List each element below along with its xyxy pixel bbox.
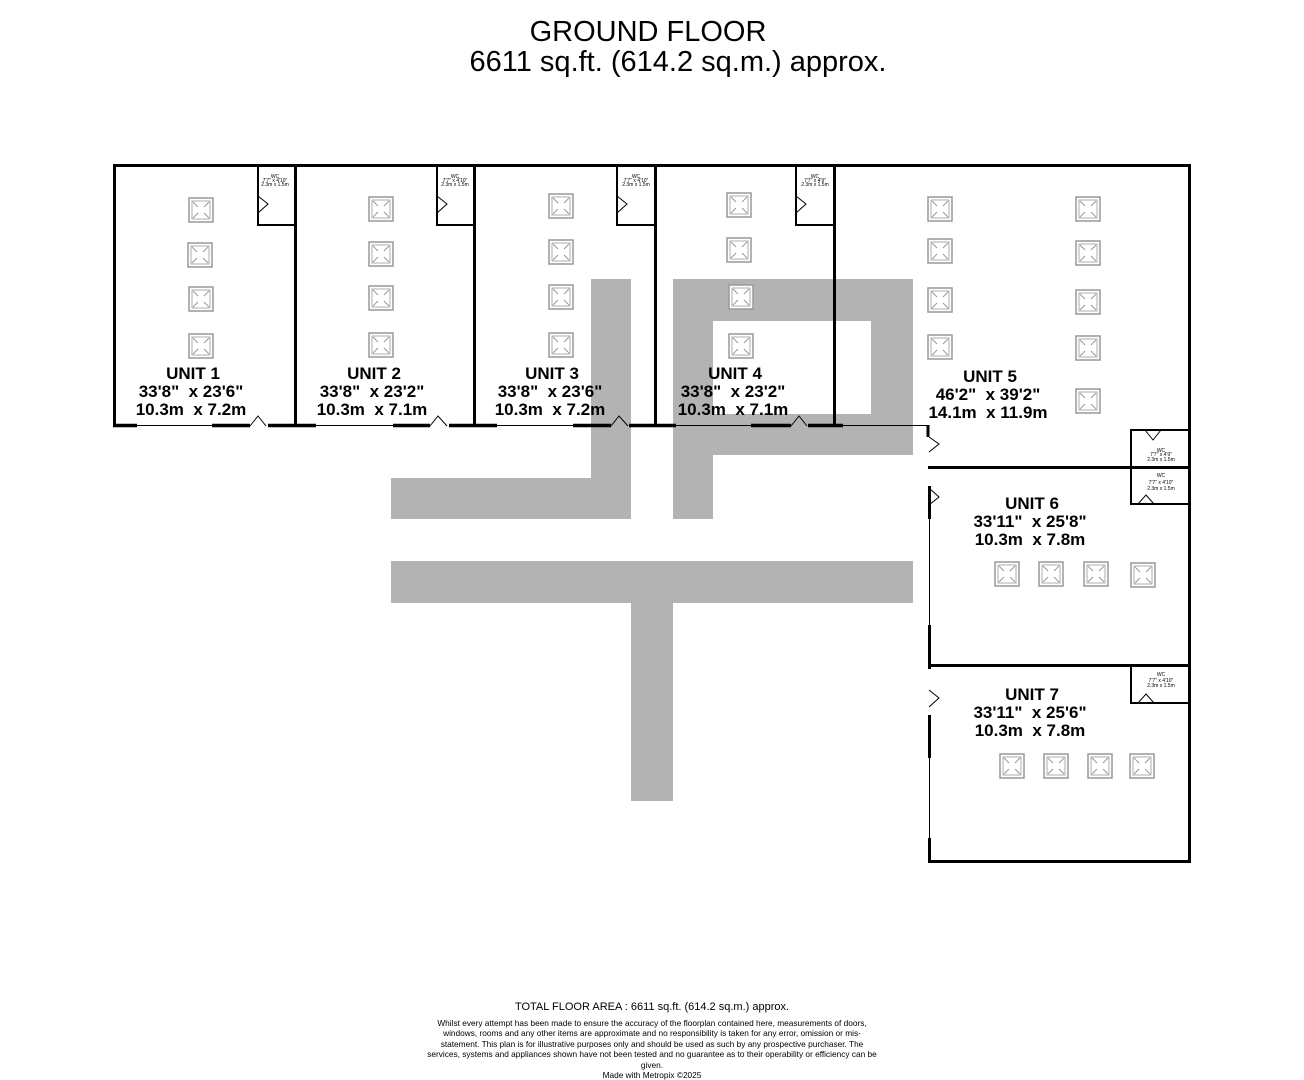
ceiling-light-24 — [1075, 335, 1101, 361]
ceiling-light-21 — [1075, 196, 1101, 222]
unit-5-metric: 14.1m x 11.9m — [928, 403, 1047, 422]
unit-1-metric: 10.3m x 7.2m — [136, 400, 247, 419]
unit-5-name: UNIT 5 — [963, 367, 1017, 386]
wc-5-name: WC — [1157, 448, 1166, 454]
unit-3-metric: 10.3m x 7.2m — [495, 400, 606, 419]
wc-2-imperial: 7'7" x 4'10" — [443, 178, 468, 184]
ceiling-light-14 — [726, 237, 752, 263]
walls — [113, 164, 1191, 863]
ceiling-light-8 — [368, 332, 394, 358]
ceiling-light-33 — [1129, 753, 1155, 779]
doors — [249, 415, 940, 708]
wc-labels: WC 7'7" x 4'10" 2.3m x 1.5m WC 7'7" x 4'… — [261, 174, 1175, 689]
wc-4-metric: 2.3m x 1.5m — [801, 182, 829, 188]
wc-3-metric: 2.3m x 1.5m — [622, 182, 650, 188]
ceiling-light-29 — [1130, 562, 1156, 588]
wc-6-imperial: 7'7" x 4'10" — [1149, 480, 1174, 486]
ceiling-light-27 — [1038, 561, 1064, 587]
wc-6-metric: 2.3m x 1.5m — [1147, 486, 1175, 492]
unit-4-metric: 10.3m x 7.1m — [678, 400, 789, 419]
wc-cubicles — [257, 165, 1189, 704]
ceiling-light-18 — [927, 238, 953, 264]
glazing — [137, 425, 930, 838]
unit-1-name: UNIT 1 — [166, 364, 220, 383]
ceiling-light-4 — [188, 333, 214, 359]
wc-5-metric: 2.3m x 1.5m — [1147, 457, 1175, 463]
ceiling-light-23 — [1075, 289, 1101, 315]
wc-7-name: WC — [1157, 672, 1166, 678]
ceiling-light-11 — [548, 284, 574, 310]
ceiling-light-9 — [548, 193, 574, 219]
ceiling-light-17 — [927, 196, 953, 222]
unit-2-name: UNIT 2 — [347, 364, 401, 383]
ceiling-light-15 — [728, 284, 754, 310]
ceiling-light-32 — [1087, 753, 1113, 779]
floor-title: GROUND FLOOR — [529, 16, 767, 48]
ceiling-light-10 — [548, 239, 574, 265]
disclaimer-text: Whilst every attempt has been made to en… — [427, 1018, 877, 1070]
ceiling-light-22 — [1075, 240, 1101, 266]
unit-6-name: UNIT 6 — [1005, 494, 1059, 513]
wc-5-imperial: 7'7" x 4'9" — [1150, 452, 1172, 458]
ceiling-lights — [187, 192, 1156, 779]
unit-5-imperial: 46'2" x 39'2" — [936, 385, 1041, 404]
unit-2-imperial: 33'8" x 23'2" — [320, 382, 425, 401]
wc-1-name: WC — [271, 174, 280, 180]
wc-1-imperial: 7'7" x 4'10" — [263, 178, 288, 184]
unit-7-name: UNIT 7 — [1005, 685, 1059, 704]
unit-4-name: UNIT 4 — [708, 364, 762, 383]
wc-4-name: WC — [811, 174, 820, 180]
unit-6-metric: 10.3m x 7.8m — [975, 530, 1086, 549]
ceiling-light-20 — [927, 334, 953, 360]
ceiling-light-26 — [994, 561, 1020, 587]
ceiling-light-5 — [368, 196, 394, 222]
unit-3-name: UNIT 3 — [525, 364, 579, 383]
ceiling-light-3 — [188, 286, 214, 312]
wc-4-imperial: 7'7" x 4'9" — [804, 178, 826, 184]
unit-labels: UNIT 1 33'8" x 23'6" 10.3m x 7.2m UNIT 2… — [136, 364, 1087, 740]
wc-7-imperial: 7'7" x 4'10" — [1149, 678, 1174, 684]
ceiling-light-7 — [368, 285, 394, 311]
ceiling-light-16 — [728, 333, 754, 359]
wc-7-metric: 2.3m x 1.5m — [1147, 683, 1175, 689]
ceiling-light-2 — [187, 242, 213, 268]
wc-3-imperial: 7'7" x 4'10" — [624, 178, 649, 184]
wc-1-metric: 2.3m x 1.5m — [261, 182, 289, 188]
unit-1-imperial: 33'8" x 23'6" — [139, 382, 244, 401]
wc-3-name: WC — [632, 174, 641, 180]
wc-2-metric: 2.3m x 1.5m — [441, 182, 469, 188]
unit-4-imperial: 33'8" x 23'2" — [681, 382, 786, 401]
ceiling-light-31 — [1043, 753, 1069, 779]
ceiling-light-28 — [1083, 561, 1109, 587]
wc-2-name: WC — [451, 174, 460, 180]
floor-plan: WC 7'7" x 4'10" 2.3m x 1.5m WC 7'7" x 4'… — [113, 164, 1191, 863]
total-floor-area: TOTAL FLOOR AREA : 6611 sq.ft. (614.2 sq… — [514, 1001, 790, 1013]
unit-2-metric: 10.3m x 7.1m — [317, 400, 428, 419]
unit-3-imperial: 33'8" x 23'6" — [498, 382, 603, 401]
ceiling-light-19 — [927, 287, 953, 313]
unit-7-metric: 10.3m x 7.8m — [975, 721, 1086, 740]
ceiling-light-1 — [188, 197, 214, 223]
ceiling-light-13 — [726, 192, 752, 218]
wc-6-name: WC — [1157, 473, 1166, 479]
unit-7-imperial: 33'11" x 25'6" — [973, 703, 1086, 722]
ceiling-light-30 — [999, 753, 1025, 779]
credit-text: Made with Metropix ©2025 — [602, 1070, 702, 1080]
floor-area: 6611 sq.ft. (614.2 sq.m.) approx. — [469, 46, 887, 78]
disclaimer-block: Whilst every attempt has been made to en… — [426, 1018, 878, 1080]
ceiling-light-12 — [548, 332, 574, 358]
corridor-markings — [391, 279, 913, 801]
ceiling-light-25 — [1075, 388, 1101, 414]
unit-6-imperial: 33'11" x 25'8" — [973, 512, 1086, 531]
ceiling-light-6 — [368, 241, 394, 267]
